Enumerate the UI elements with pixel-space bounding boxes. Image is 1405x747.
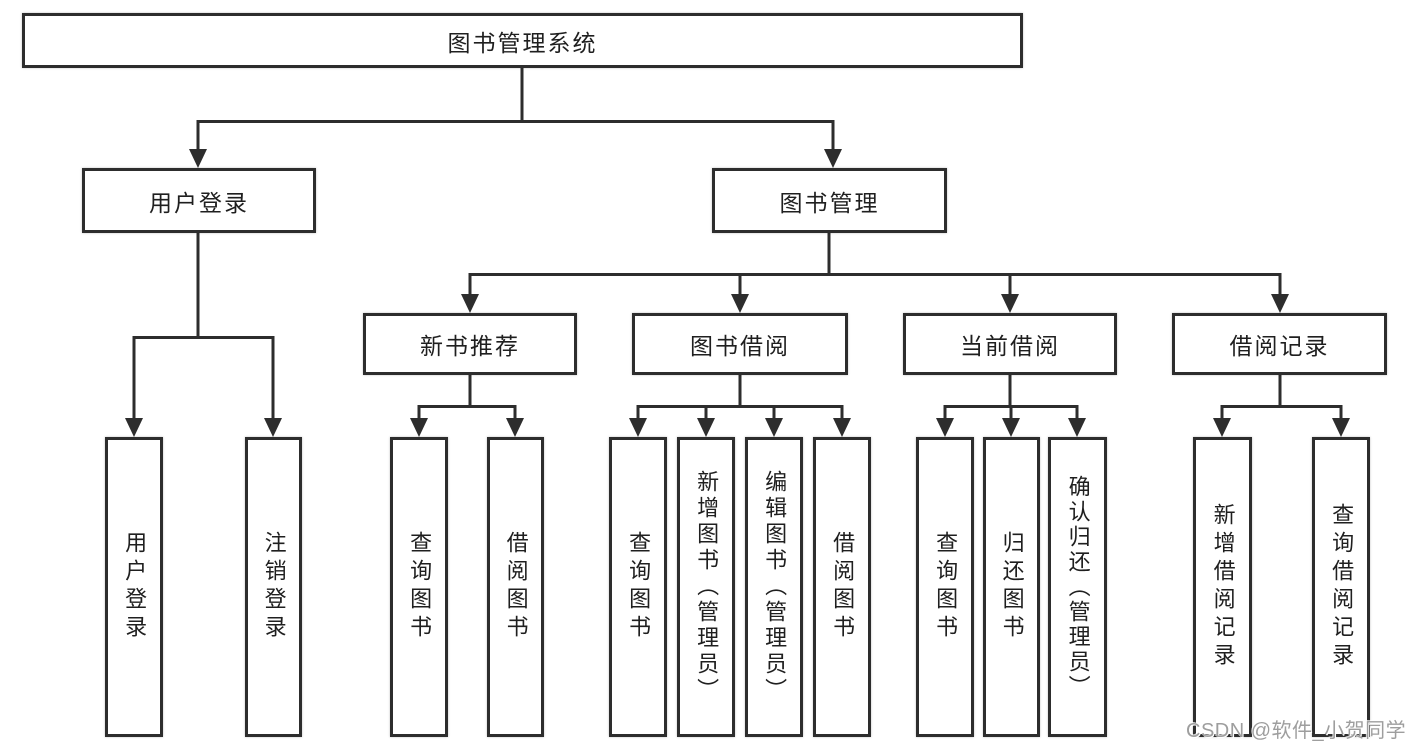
node-user-login-label: 用户登录 bbox=[149, 189, 249, 216]
leaf-records-add-label: 新增借阅记录 bbox=[1210, 503, 1236, 671]
leaf-newbooks-query: 查询图书 bbox=[390, 437, 448, 737]
leaf-borrow-add-admin: 新增图书（管理员） bbox=[677, 437, 735, 737]
leaf-current-query: 查询图书 bbox=[916, 437, 974, 737]
connector-user-login bbox=[132, 233, 275, 420]
leaf-user-login: 用户登录 bbox=[105, 437, 163, 737]
node-new-book-recommend: 新书推荐 bbox=[363, 313, 577, 375]
node-user-login: 用户登录 bbox=[82, 168, 316, 233]
node-borrow-records-label: 借阅记录 bbox=[1229, 333, 1330, 359]
leaf-newbooks-borrow-label: 借阅图书 bbox=[503, 531, 529, 643]
connector-borrow-records bbox=[1220, 375, 1343, 420]
leaf-borrow-query-label: 查询图书 bbox=[626, 531, 652, 643]
leaf-user-login-label: 用户登录 bbox=[122, 531, 148, 643]
leaf-current-return: 归还图书 bbox=[983, 437, 1040, 737]
node-current-borrow: 当前借阅 bbox=[903, 313, 1117, 375]
leaf-logout: 注销登录 bbox=[245, 437, 302, 737]
leaf-borrow-edit-admin: 编辑图书（管理员） bbox=[745, 437, 803, 737]
node-book-borrow: 图书借阅 bbox=[632, 313, 848, 375]
node-book-management-label: 图书管理 bbox=[779, 189, 880, 216]
leaf-records-query: 查询借阅记录 bbox=[1312, 437, 1370, 737]
node-book-borrow-label: 图书借阅 bbox=[690, 333, 790, 359]
leaf-current-confirm-admin-label: 确认归还（管理员） bbox=[1065, 474, 1091, 700]
node-current-borrow-label: 当前借阅 bbox=[960, 333, 1060, 359]
leaf-current-query-label: 查询图书 bbox=[933, 531, 959, 643]
csdn-watermark: CSDN @软件_小贺同学 bbox=[1186, 720, 1405, 742]
leaf-records-add: 新增借阅记录 bbox=[1193, 437, 1252, 737]
connector-book-borrow bbox=[636, 375, 844, 420]
leaf-newbooks-query-label: 查询图书 bbox=[407, 531, 433, 643]
leaf-borrow-borrow: 借阅图书 bbox=[813, 437, 871, 737]
leaf-logout-label: 注销登录 bbox=[261, 531, 287, 643]
leaf-current-confirm-admin: 确认归还（管理员） bbox=[1048, 437, 1107, 737]
leaf-borrow-add-admin-label: 新增图书（管理员） bbox=[694, 470, 720, 704]
connector-book-mgmt bbox=[468, 233, 1282, 297]
leaf-borrow-query: 查询图书 bbox=[609, 437, 667, 737]
leaf-newbooks-borrow: 借阅图书 bbox=[487, 437, 544, 737]
node-root-label: 图书管理系统 bbox=[447, 29, 598, 56]
node-root: 图书管理系统 bbox=[22, 13, 1023, 68]
connector-current-borrow bbox=[943, 375, 1079, 420]
node-new-book-recommend-label: 新书推荐 bbox=[420, 333, 520, 359]
leaf-borrow-borrow-label: 借阅图书 bbox=[830, 531, 856, 643]
leaf-borrow-edit-admin-label: 编辑图书（管理员） bbox=[762, 470, 788, 704]
connector-new-books bbox=[417, 375, 517, 420]
node-book-management: 图书管理 bbox=[712, 168, 947, 233]
connector-root bbox=[196, 68, 835, 152]
leaf-records-query-label: 查询借阅记录 bbox=[1329, 503, 1355, 671]
node-borrow-records: 借阅记录 bbox=[1172, 313, 1387, 375]
leaf-current-return-label: 归还图书 bbox=[999, 531, 1025, 643]
